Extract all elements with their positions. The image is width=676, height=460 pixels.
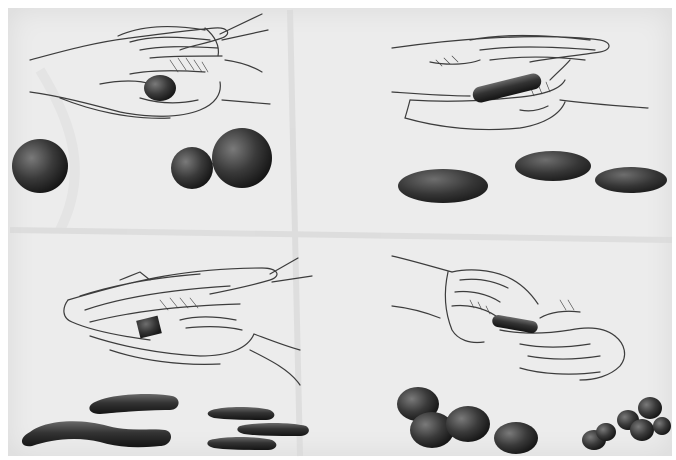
clay-coil <box>22 421 171 447</box>
clay-coil <box>208 407 275 420</box>
clay-ball <box>12 139 68 193</box>
clay-log-in-hand <box>471 72 543 104</box>
clay-ball-in-hand <box>144 75 176 101</box>
panel-top-right <box>392 36 667 204</box>
clay-lumps-group <box>397 387 538 454</box>
paper-creases <box>10 10 672 456</box>
clay-square-in-hand <box>136 316 162 339</box>
clay-ball <box>171 147 213 189</box>
clay-log-in-hand <box>491 314 538 334</box>
clay-small-ball <box>638 397 662 419</box>
clay-lump <box>446 406 490 442</box>
clay-lump <box>494 422 538 454</box>
clay-coil <box>237 423 309 436</box>
panel-top-left <box>12 14 272 193</box>
clay-disc <box>398 169 488 203</box>
clay-coil <box>207 437 276 450</box>
clay-disc <box>515 151 591 181</box>
panel-bottom-right <box>392 256 671 454</box>
clay-ball <box>212 128 272 188</box>
clay-small-ball <box>596 423 616 441</box>
clay-small-ball <box>653 417 671 435</box>
hand-rolling-ball-icon <box>30 14 270 118</box>
hand-pressing-icon <box>64 258 312 385</box>
clay-balls-row <box>12 128 272 193</box>
clay-coil <box>89 394 178 414</box>
clay-discs-row <box>398 151 667 203</box>
clay-disc <box>595 167 667 193</box>
clay-small-balls-group <box>582 397 671 450</box>
panel-bottom-left <box>22 258 312 450</box>
clay-coils-row <box>22 394 309 450</box>
clay-small-ball <box>630 419 654 441</box>
